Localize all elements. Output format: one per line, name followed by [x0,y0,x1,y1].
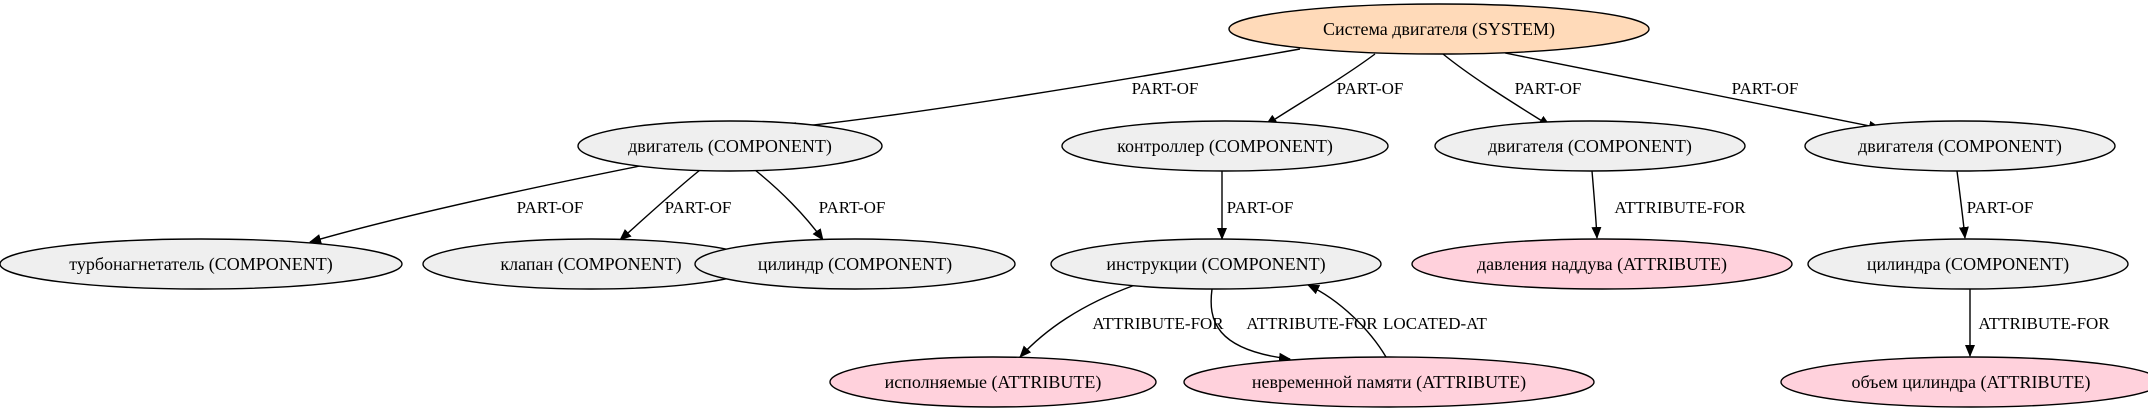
node-ellipse [1183,356,1595,408]
edge-system-to-engine: PART-OF [784,48,1301,132]
edge-engine-to-cylinder: PART-OF [754,169,886,241]
edge-label: PART-OF [665,198,732,217]
edge-controller-to-instructions: PART-OF [1217,171,1294,240]
edge-system-to-engine3: PART-OF [1504,52,1881,131]
edge-line [1442,53,1551,127]
node-instructions: инструкции (COMPONENT) [1050,238,1382,290]
node-turbo: турбонагнетатель (COMPONENT) [0,238,403,290]
node-ellipse [0,238,403,290]
edge-line [619,169,701,241]
node-engine3: двигателя (COMPONENT) [1804,120,2116,172]
edge-line [1265,53,1376,126]
edge-label: PART-OF [1337,79,1404,98]
edge-label: PART-OF [819,198,886,217]
edge-line [309,165,641,244]
node-label: давления наддува (ATTRIBUTE) [1477,254,1727,275]
edge-engine2-to-boost: ATTRIBUTE-FOR [1591,170,1746,239]
node-label: двигателя (COMPONENT) [1858,136,2062,157]
node-memory: невременной памяти (ATTRIBUTE) [1183,356,1595,408]
node-label: исполняемые (ATTRIBUTE) [885,372,1102,393]
node-label: двигатель (COMPONENT) [628,136,832,157]
edge-label: ATTRIBUTE-FOR [1246,314,1378,333]
edge-label: PART-OF [1132,79,1199,98]
edge-label: PART-OF [1515,79,1582,98]
node-label: контроллер (COMPONENT) [1117,136,1333,157]
edge-label: LOCATED-AT [1383,314,1487,333]
node-ellipse [1050,238,1382,290]
node-engine: двигатель (COMPONENT) [577,120,883,172]
node-label: двигателя (COMPONENT) [1488,136,1692,157]
edge-instructions-to-executable: ATTRIBUTE-FOR [1019,284,1224,358]
edge-label: ATTRIBUTE-FOR [1092,314,1224,333]
node-boost: давления наддува (ATTRIBUTE) [1411,238,1793,290]
node-ellipse [694,238,1016,290]
edge-line [1504,52,1881,131]
node-label: инструкции (COMPONENT) [1106,254,1325,275]
edge-label: PART-OF [1227,198,1294,217]
edge-system-to-controller: PART-OF [1265,53,1404,126]
edge-engine3-to-cylinders: PART-OF [1956,170,2034,239]
node-executable: исполняемые (ATTRIBUTE) [829,356,1157,408]
node-label: Система двигателя (SYSTEM) [1323,19,1555,40]
edge-line [1956,170,1969,239]
edge-cylinders-to-volume: ATTRIBUTE-FOR [1965,289,2110,357]
edge-memory-to-instructions: LOCATED-AT [1307,284,1488,358]
node-cylinder: цилиндр (COMPONENT) [694,238,1016,290]
nodes-layer: Система двигателя (SYSTEM) двигатель (COM… [0,3,2148,408]
node-label: объем цилиндра (ATTRIBUTE) [1851,372,2090,393]
node-ellipse [1411,238,1793,290]
edge-line [1019,284,1136,358]
node-ellipse [1228,3,1650,55]
node-ellipse [1807,238,2129,290]
edge-line [784,48,1301,132]
node-label: цилиндр (COMPONENT) [758,254,952,275]
edge-label: PART-OF [1967,198,2034,217]
edge-line [1591,170,1602,239]
node-controller: контроллер (COMPONENT) [1061,120,1389,172]
node-ellipse [1780,356,2148,408]
node-label: невременной памяти (ATTRIBUTE) [1252,372,1526,393]
edge-instructions-to-memory: ATTRIBUTE-FOR [1210,288,1378,363]
node-valve: клапан (COMPONENT) [422,238,760,290]
node-ellipse [1061,120,1389,172]
node-ellipse [577,120,883,172]
edge-label: PART-OF [517,198,584,217]
edge-label: PART-OF [1732,79,1799,98]
node-volume: объем цилиндра (ATTRIBUTE) [1780,356,2148,408]
edge-engine-to-valve: PART-OF [619,169,732,241]
node-cylinders: цилиндра (COMPONENT) [1807,238,2129,290]
node-system: Система двигателя (SYSTEM) [1228,3,1650,55]
node-ellipse [829,356,1157,408]
node-label: турбонагнетатель (COMPONENT) [69,254,333,275]
edge-line [1307,284,1387,358]
edge-line [754,169,824,241]
edge-label: ATTRIBUTE-FOR [1614,198,1746,217]
node-label: клапан (COMPONENT) [500,254,681,275]
edge-label: ATTRIBUTE-FOR [1978,314,2110,333]
node-engine2: двигателя (COMPONENT) [1434,120,1746,172]
edges-layer: PART-OF PART-OF PART-OF PART-OF PART-OF PART-… [309,48,2110,363]
node-ellipse [1804,120,2116,172]
edge-system-to-engine2: PART-OF [1442,53,1582,127]
edge-engine-to-turbo: PART-OF [309,165,641,244]
node-label: цилиндра (COMPONENT) [1867,254,2069,275]
edge-line [1210,288,1291,363]
node-ellipse [1434,120,1746,172]
